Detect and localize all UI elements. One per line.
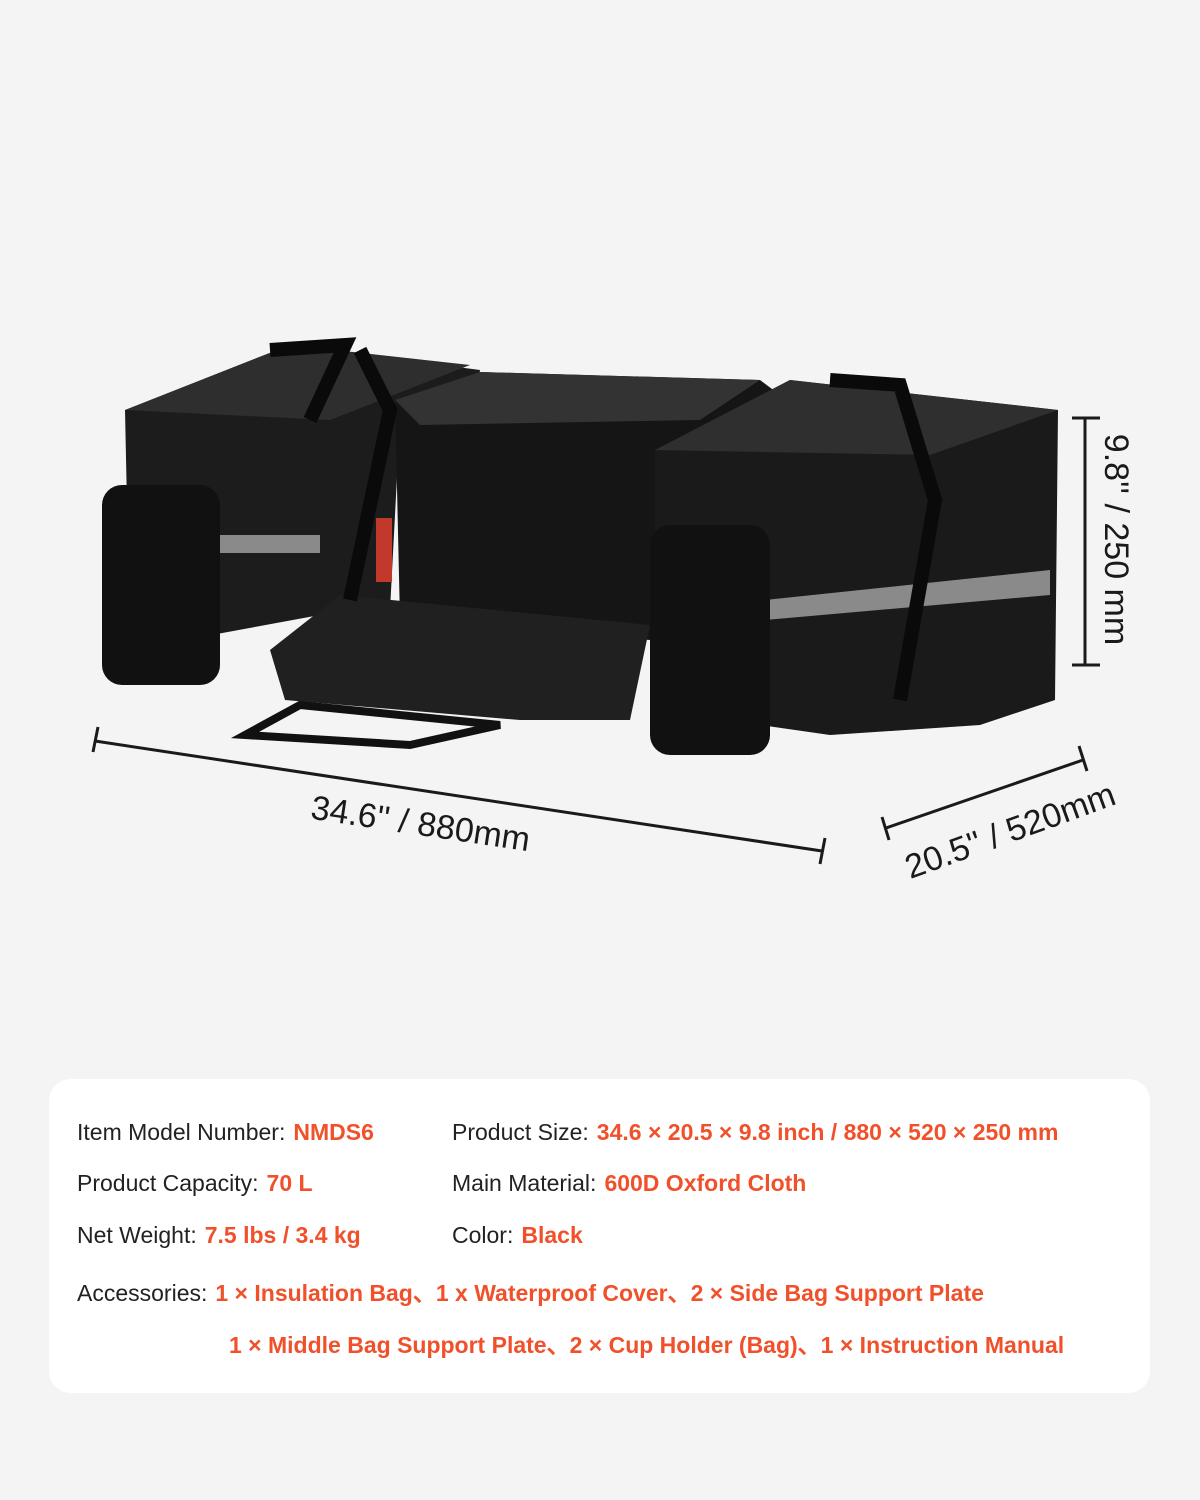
spec-label: Main Material: bbox=[452, 1170, 597, 1196]
spec-label: Item Model Number: bbox=[77, 1119, 286, 1145]
height-label: 9.8'' / 250 mm bbox=[1097, 433, 1136, 646]
spec-value: 600D Oxford Cloth bbox=[604, 1170, 807, 1196]
spec-value: 7.5 lbs / 3.4 kg bbox=[204, 1222, 361, 1248]
spec-value: 1 × Middle Bag Support Plate、2 × Cup Hol… bbox=[229, 1332, 1065, 1358]
spec-value: NMDS6 bbox=[293, 1119, 374, 1145]
spec-label: Product Capacity: bbox=[77, 1170, 259, 1196]
spec-model: Item Model Number: NMDS6 bbox=[77, 1119, 374, 1146]
spec-material: Main Material: 600D Oxford Cloth bbox=[452, 1170, 806, 1197]
spec-value: 1 × Insulation Bag、1 x Waterproof Cover、… bbox=[215, 1280, 984, 1306]
spec-label: Accessories: bbox=[77, 1280, 208, 1306]
spec-value: Black bbox=[521, 1222, 583, 1248]
spec-card: Item Model Number: NMDS6 Product Size: 34.… bbox=[49, 1079, 1150, 1393]
spec-label: Product Size: bbox=[452, 1119, 589, 1145]
spec-color: Color: Black bbox=[452, 1222, 583, 1249]
spec-value: 70 L bbox=[266, 1170, 313, 1196]
spec-value: 34.6 × 20.5 × 9.8 inch / 880 × 520 × 250… bbox=[596, 1119, 1059, 1145]
length-dimension-line bbox=[94, 739, 823, 853]
spec-capacity: Product Capacity: 70 L bbox=[77, 1170, 313, 1197]
spec-accessories-line2: 1 × Middle Bag Support Plate、2 × Cup Hol… bbox=[221, 1326, 1064, 1360]
width-dimension-line bbox=[885, 758, 1084, 830]
spec-accessories: Accessories: 1 × Insulation Bag、1 x Water… bbox=[77, 1274, 984, 1308]
spec-weight: Net Weight: 7.5 lbs / 3.4 kg bbox=[77, 1222, 361, 1249]
spec-size: Product Size: 34.6 × 20.5 × 9.8 inch / 88… bbox=[452, 1119, 1058, 1146]
spec-label: Color: bbox=[452, 1222, 514, 1248]
atv-bag-image bbox=[91, 337, 1100, 865]
spec-label: Net Weight: bbox=[77, 1222, 197, 1248]
